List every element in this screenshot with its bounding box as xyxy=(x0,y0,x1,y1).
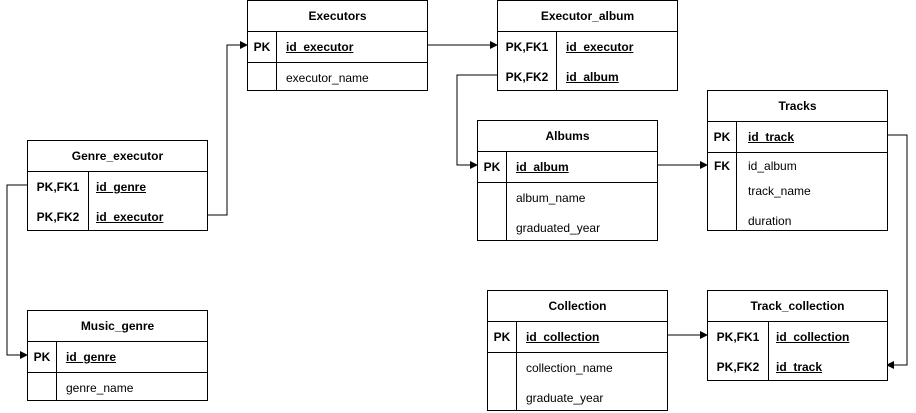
column-name: genre_name xyxy=(66,381,134,395)
key-label xyxy=(488,383,516,413)
table-row[interactable]: track_name xyxy=(708,179,887,205)
link-genre-executor-to-executors xyxy=(207,41,248,216)
column-name: executor_name xyxy=(286,71,369,85)
table-row[interactable]: graduate_year xyxy=(488,383,667,413)
entity-executors[interactable]: Executors PK id_executor executor_name xyxy=(247,0,428,91)
table-row[interactable]: PK id_album xyxy=(478,152,657,183)
table-row[interactable]: executor_name xyxy=(248,63,427,93)
table-row[interactable]: genre_name xyxy=(28,373,207,403)
key-label xyxy=(478,213,506,243)
table-row[interactable]: PK,FK1 id_genre xyxy=(28,172,207,202)
table-row[interactable]: PK,FK2 id_track xyxy=(708,352,887,382)
entity-title: Tracks xyxy=(708,91,887,122)
key-label: PK xyxy=(253,40,271,54)
column-name: track_name xyxy=(748,184,811,198)
table-row[interactable]: PK,FK2 id_album xyxy=(498,62,677,92)
key-label: PK xyxy=(483,160,501,174)
entity-executor-album[interactable]: Executor_album PK,FK1 id_executor PK,FK2… xyxy=(497,0,678,91)
table-row[interactable]: PK id_track xyxy=(708,122,887,153)
column-name: duration xyxy=(748,214,792,228)
column-name: id_genre xyxy=(96,180,147,194)
column-name: id_album xyxy=(748,159,797,173)
table-row[interactable]: FK id_album xyxy=(708,153,887,179)
key-label xyxy=(708,179,736,205)
table-row[interactable]: duration xyxy=(708,205,887,233)
key-label: PK xyxy=(493,330,511,344)
key-label: PK,FK2 xyxy=(716,360,760,374)
column-name: id_album xyxy=(516,160,569,174)
key-label: PK,FK1 xyxy=(716,330,760,344)
link-genre-executor-to-music-genre xyxy=(6,184,28,359)
entity-albums[interactable]: Albums PK id_album album_name graduated_… xyxy=(477,120,658,241)
key-label xyxy=(708,205,736,233)
key-label: PK,FK2 xyxy=(36,210,80,224)
table-row[interactable]: graduated_year xyxy=(478,213,657,243)
column-name: id_executor xyxy=(286,40,354,54)
link-tracks-to-track-collection xyxy=(886,134,908,369)
table-row[interactable]: PK id_collection xyxy=(488,322,667,353)
column-name: album_name xyxy=(516,191,586,205)
entity-genre-executor[interactable]: Genre_executor PK,FK1 id_genre PK,FK2 id… xyxy=(27,140,208,231)
key-label xyxy=(478,183,506,213)
column-name: id_album xyxy=(566,70,619,84)
key-label: PK,FK1 xyxy=(505,40,549,54)
entity-collection[interactable]: Collection PK id_collection collection_n… xyxy=(487,290,668,411)
table-row[interactable]: PK,FK2 id_executor xyxy=(28,202,207,232)
column-name: graduate_year xyxy=(526,391,604,405)
column-name: id_executor xyxy=(566,40,634,54)
column-name: id_track xyxy=(776,360,823,374)
key-label xyxy=(488,353,516,383)
key-label xyxy=(28,373,56,403)
column-name: id_executor xyxy=(96,210,164,224)
column-name: collection_name xyxy=(526,361,613,375)
entity-track-collection[interactable]: Track_collection PK,FK1 id_collection PK… xyxy=(707,290,888,381)
table-row[interactable]: PK,FK1 id_executor xyxy=(498,32,677,62)
entity-title: Executors xyxy=(248,1,427,32)
column-name: id_genre xyxy=(66,350,117,364)
column-name: graduated_year xyxy=(516,221,601,235)
entity-title: Albums xyxy=(478,121,657,152)
column-name: id_collection xyxy=(776,330,850,344)
entity-title: Music_genre xyxy=(28,311,207,342)
key-label: PK,FK2 xyxy=(505,70,549,84)
entity-tracks[interactable]: Tracks PK id_track FK id_album track_nam… xyxy=(707,90,888,231)
key-label: PK xyxy=(33,350,51,364)
table-row[interactable]: album_name xyxy=(478,183,657,213)
table-row[interactable]: PK,FK1 id_collection xyxy=(708,322,887,352)
table-row[interactable]: PK id_executor xyxy=(248,32,427,63)
key-label xyxy=(248,63,276,93)
key-label: FK xyxy=(714,159,730,173)
entity-title: Genre_executor xyxy=(28,141,207,172)
key-label: PK xyxy=(713,130,731,144)
entity-title: Collection xyxy=(488,291,667,322)
table-row[interactable]: PK id_genre xyxy=(28,342,207,373)
column-name: id_collection xyxy=(526,330,600,344)
entity-title: Executor_album xyxy=(498,1,677,32)
link-executor-album-to-albums xyxy=(456,74,497,169)
column-name: id_track xyxy=(748,130,795,144)
key-label: PK,FK1 xyxy=(36,180,80,194)
table-row[interactable]: collection_name xyxy=(488,353,667,383)
entity-title: Track_collection xyxy=(708,291,887,322)
entity-music-genre[interactable]: Music_genre PK id_genre genre_name xyxy=(27,310,208,401)
